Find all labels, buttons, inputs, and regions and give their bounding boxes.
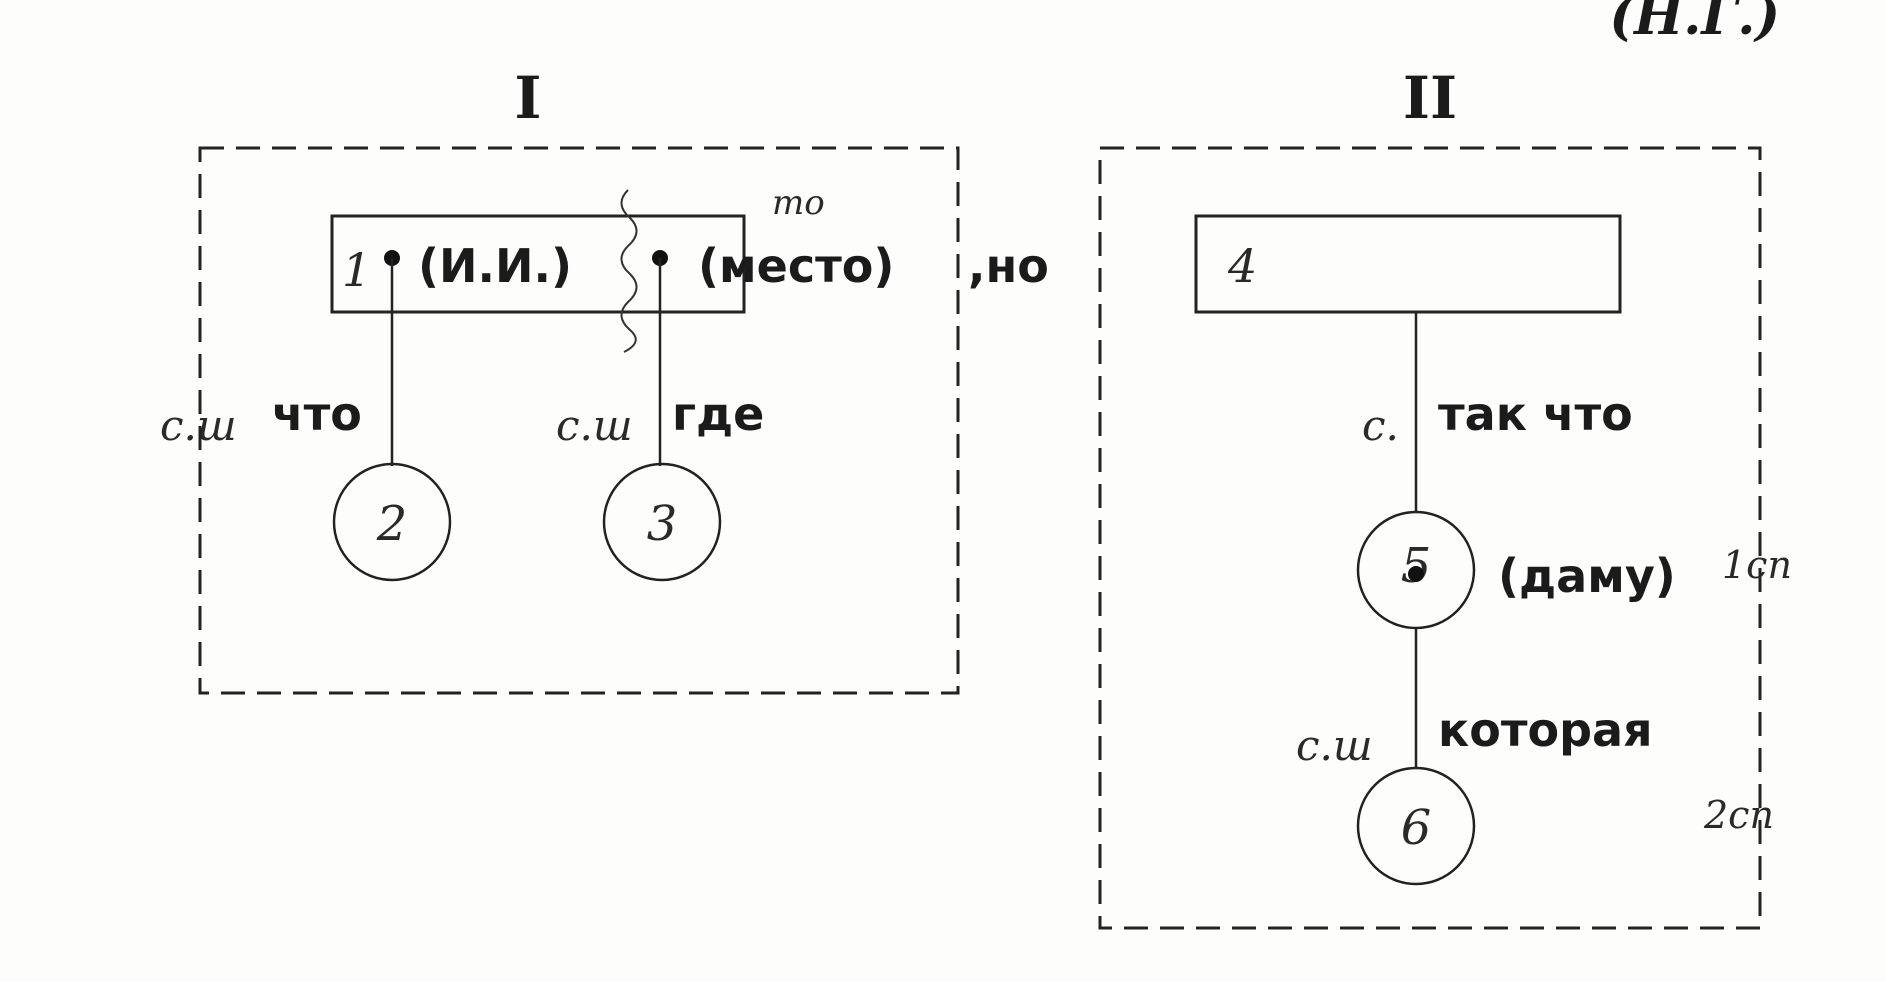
part-one-frame <box>198 146 960 695</box>
clause-5-side-note: 1сп <box>1722 543 1792 587</box>
branch-2-conjunction: что <box>272 387 362 441</box>
clause-5-word: (даму) <box>1498 549 1676 603</box>
clause-5-point <box>1408 566 1424 582</box>
clause-2-circle <box>332 462 452 582</box>
part-one-numeral: I <box>514 64 541 132</box>
clause-1-word-one: (И.И.) <box>418 239 572 293</box>
clause-2-number: 2 <box>376 496 408 552</box>
clause-6-circle <box>1356 766 1476 886</box>
clause-1-word-two: (место) <box>698 239 894 293</box>
clause-1-handwritten-note: то <box>772 183 825 223</box>
clause-3-circle <box>602 462 722 582</box>
conjunction-between-parts: ,но <box>968 239 1049 293</box>
clause-6-number: 6 <box>1401 800 1432 856</box>
branch-6-note: с.ш <box>1296 721 1373 770</box>
branch-5-conjunction: так что <box>1438 387 1633 441</box>
branch-3-conjunction: где <box>672 387 764 441</box>
clause-6-side-note: 2сп <box>1703 793 1774 837</box>
branch-6-conjunction: которая <box>1438 703 1653 757</box>
clause-1-number: 1 <box>342 243 371 297</box>
part-two-frame <box>1098 146 1762 930</box>
predicate-squiggle <box>620 189 638 353</box>
branch-5-note: с. <box>1362 401 1399 450</box>
branch-3-note: с.ш <box>556 401 633 450</box>
corner-label: (Н.Г.) <box>1610 0 1780 47</box>
part-two-numeral: II <box>1403 64 1457 132</box>
clause-4-number: 4 <box>1227 239 1257 293</box>
clause-1-box <box>330 214 746 314</box>
clause-3-number: 3 <box>647 496 678 552</box>
clause-4-box <box>1194 214 1622 314</box>
branch-2-note: с.ш <box>160 401 237 450</box>
